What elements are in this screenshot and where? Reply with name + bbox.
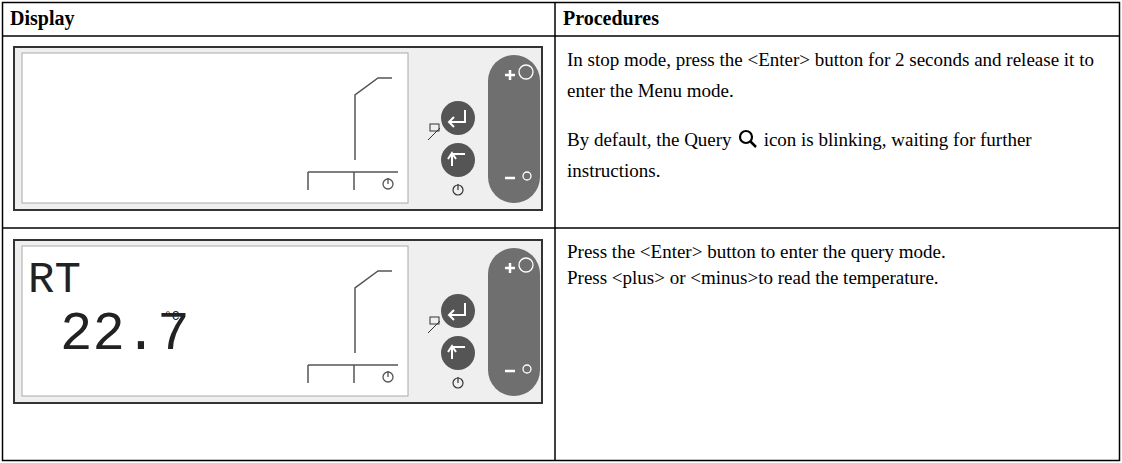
procedure-text: In stop mode, press the <Enter> button f… [567, 44, 1112, 106]
lcd-screen: RT22.7°C [22, 246, 408, 396]
column-header: Procedures [563, 7, 659, 30]
query-icon [738, 129, 758, 149]
procedure-text: Press the <Enter> button to enter the qu… [567, 236, 1112, 267]
procedure-text: By default, the Query [567, 129, 732, 150]
column-header: Display [10, 7, 74, 30]
procedure-text: Press <plus> or <minus>to read the tempe… [567, 262, 1112, 293]
lcd-label: RT [28, 258, 81, 302]
procedure-paragraph: By default, the Queryicon is blinking, w… [567, 124, 1112, 186]
lcd-unit: °C [164, 310, 180, 323]
